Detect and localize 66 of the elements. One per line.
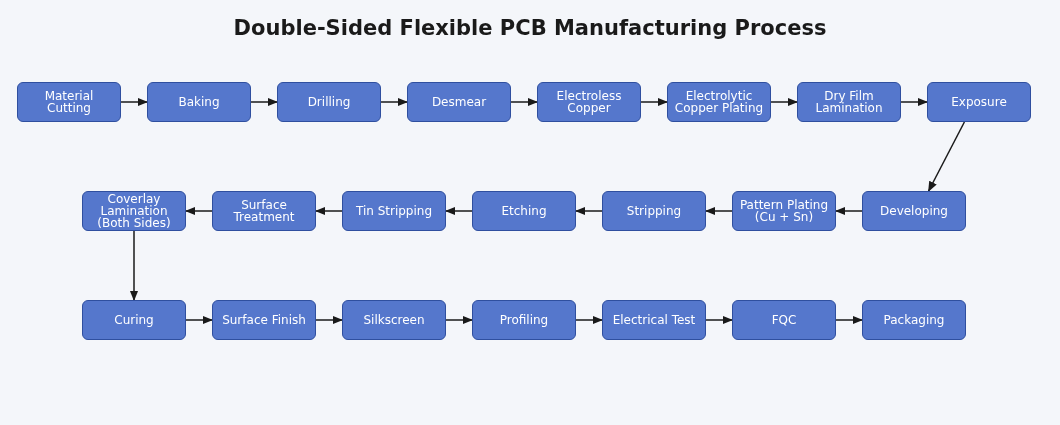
step-label: Baking <box>177 96 221 108</box>
arrow <box>184 206 213 216</box>
process-box <box>862 300 966 340</box>
step-label: Tin Stripping <box>354 205 434 217</box>
process-box <box>212 191 316 231</box>
process-box <box>927 82 1031 122</box>
arrow <box>900 97 929 107</box>
step-label: Curing <box>113 314 155 326</box>
arrow <box>185 315 214 325</box>
process-box <box>82 191 186 231</box>
diagram-title: Double-Sided Flexible PCB Manufacturing Process <box>232 16 828 40</box>
arrow <box>704 206 733 216</box>
step-label: Etching <box>500 205 548 217</box>
arrow <box>927 121 966 192</box>
process-box <box>667 82 771 122</box>
step-label: Dry Film Lamination <box>814 90 884 114</box>
step-label: Packaging <box>882 314 946 326</box>
process-box <box>537 82 641 122</box>
step-label: Silkscreen <box>362 314 426 326</box>
step-label: Coverlay Lamination (Both Sides) <box>96 193 172 229</box>
process-box <box>212 300 316 340</box>
process-box <box>862 191 966 231</box>
arrow <box>510 97 539 107</box>
arrow <box>129 230 139 302</box>
arrow <box>120 97 149 107</box>
step-label: Surface Finish <box>221 314 307 326</box>
process-box <box>342 191 446 231</box>
arrow <box>314 206 343 216</box>
process-box <box>472 300 576 340</box>
step-label: Desmear <box>430 96 488 108</box>
process-box <box>17 82 121 122</box>
step-label: Drilling <box>306 96 352 108</box>
arrow <box>315 315 344 325</box>
step-label: Material Cutting <box>43 90 95 114</box>
process-box <box>277 82 381 122</box>
process-box <box>732 300 836 340</box>
step-label: Pattern Plating (Cu + Sn) <box>738 199 830 223</box>
step-label: Exposure <box>950 96 1008 108</box>
process-box <box>732 191 836 231</box>
step-label: Stripping <box>625 205 683 217</box>
step-label: Profiling <box>498 314 550 326</box>
process-box <box>147 82 251 122</box>
process-box <box>342 300 446 340</box>
process-box <box>602 191 706 231</box>
arrow <box>574 206 603 216</box>
arrow <box>575 315 604 325</box>
arrow <box>834 206 863 216</box>
arrow <box>444 206 473 216</box>
step-label: Surface Treatment <box>232 199 296 223</box>
arrow <box>380 97 409 107</box>
step-label: Electrolytic Copper Plating <box>673 90 765 114</box>
arrow <box>445 315 474 325</box>
arrow <box>770 97 799 107</box>
arrow <box>250 97 279 107</box>
step-label: Electroless Copper <box>555 90 623 114</box>
process-box <box>797 82 901 122</box>
arrow <box>640 97 669 107</box>
process-box <box>472 191 576 231</box>
arrow <box>835 315 864 325</box>
step-label: Developing <box>879 205 949 217</box>
step-label: Electrical Test <box>611 314 697 326</box>
process-box <box>407 82 511 122</box>
step-label: FQC <box>770 314 798 326</box>
process-box <box>82 300 186 340</box>
arrow <box>705 315 734 325</box>
process-box <box>602 300 706 340</box>
